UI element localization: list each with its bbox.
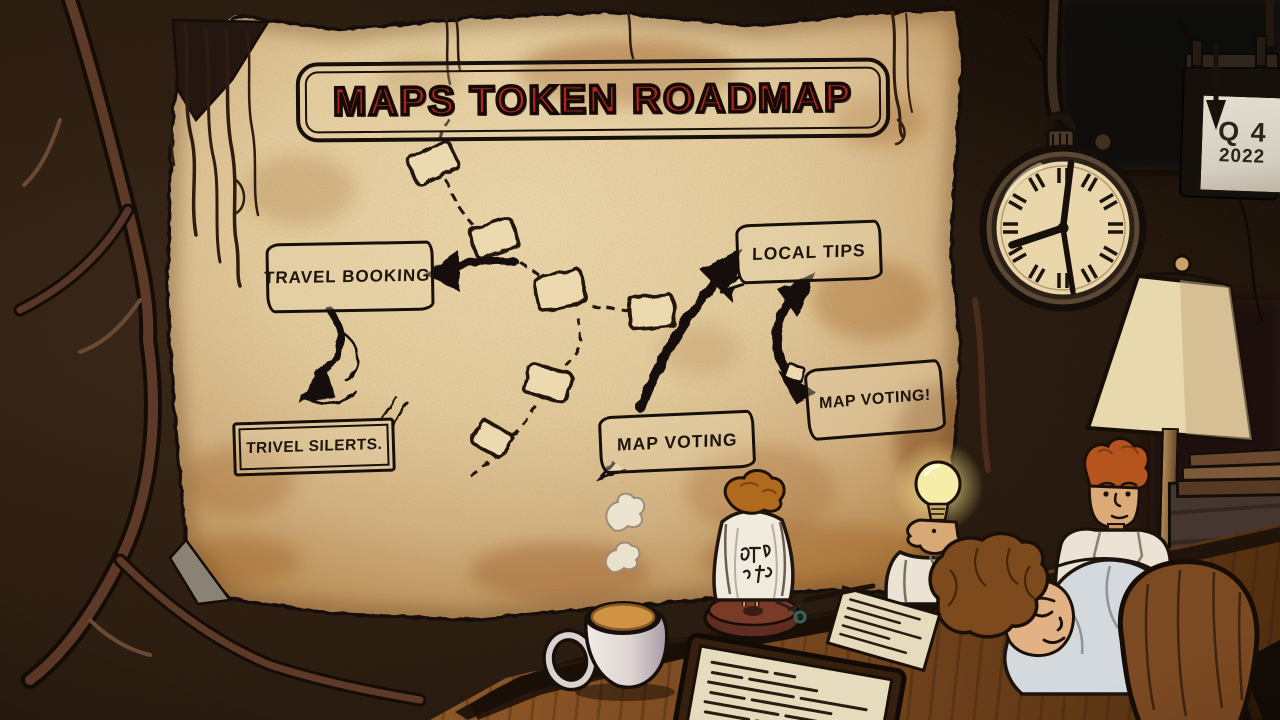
clipboard-icon [671, 632, 907, 720]
wall-roots [13, 0, 1264, 707]
map-corner-fold [171, 18, 271, 123]
milestone-road [379, 117, 677, 478]
figurine-coat-scribble [740, 544, 773, 584]
roadmap-figurine [703, 469, 807, 640]
coffee-cup-icon [542, 601, 675, 701]
pen-icon [803, 583, 876, 603]
wooden-chair [1118, 559, 1280, 720]
ink-arrows [298, 248, 816, 481]
hanging-vines [166, 10, 913, 288]
steam-icon [604, 492, 646, 574]
clock-hands [1008, 159, 1076, 295]
map-corner-curl [168, 538, 233, 606]
lamp-shade [1085, 254, 1255, 443]
clock-icon [979, 0, 1147, 312]
loose-paper [825, 585, 942, 673]
